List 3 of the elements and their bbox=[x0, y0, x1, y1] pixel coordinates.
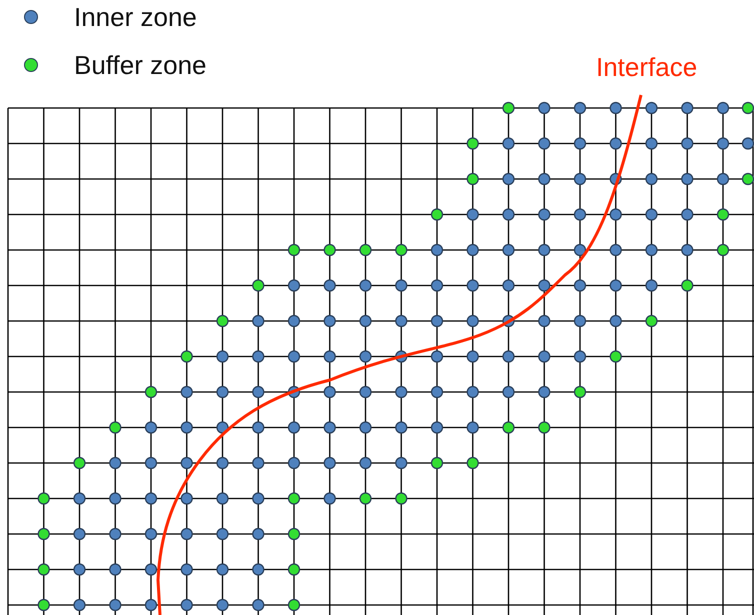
legend-label: Inner zone bbox=[74, 2, 197, 32]
curve-label: Interface bbox=[596, 52, 698, 82]
legend-label: Buffer zone bbox=[74, 50, 207, 80]
